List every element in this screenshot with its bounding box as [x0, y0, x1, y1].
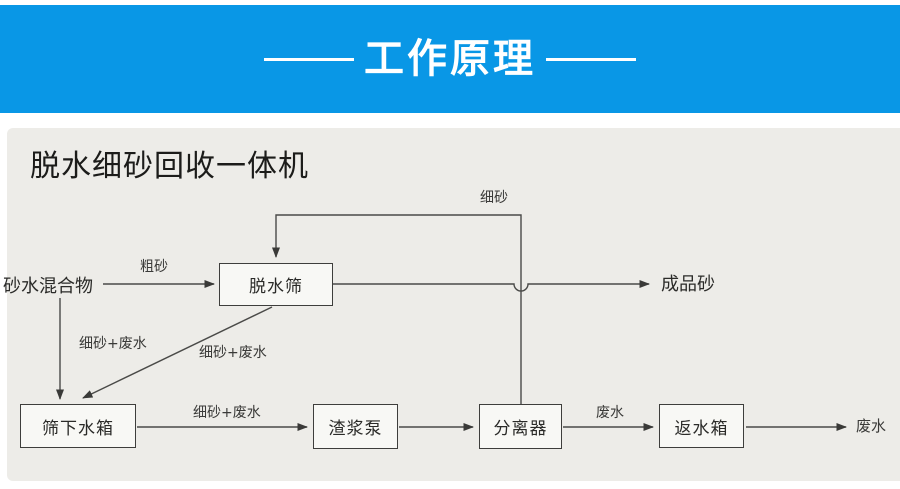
title-rule-left	[264, 57, 354, 61]
page-title: 工作原理	[364, 36, 536, 82]
label-waste-water-out: 废水	[856, 417, 887, 435]
node-slurry-pump: 渣浆泵	[313, 404, 398, 449]
label-fine-sand-waste-left: 细砂+废水	[79, 336, 147, 352]
label-coarse-sand: 粗砂	[140, 259, 168, 275]
node-dewatering-screen: 脱水筛	[219, 263, 333, 306]
node-under-screen-tank: 筛下水箱	[20, 404, 136, 448]
banner-title-group: 工作原理	[264, 39, 636, 79]
node-return-tank: 返水箱	[659, 404, 744, 448]
label-waste-water-mid: 废水	[596, 405, 624, 421]
label-sand-water-mixture: 砂水混合物	[3, 276, 93, 297]
diagram-panel: 脱水细砂回收一体机	[7, 128, 900, 481]
title-rule-right	[546, 57, 636, 61]
label-fine-sand-return: 细砂	[480, 190, 508, 206]
label-fine-sand-waste-bottom: 细砂+废水	[193, 405, 261, 421]
label-fine-sand-waste-diagonal: 细砂+废水	[199, 345, 267, 361]
header-banner: 工作原理	[0, 5, 900, 113]
machine-title: 脱水细砂回收一体机	[30, 149, 309, 184]
label-finished-sand: 成品砂	[661, 274, 715, 295]
node-separator: 分离器	[479, 404, 562, 449]
